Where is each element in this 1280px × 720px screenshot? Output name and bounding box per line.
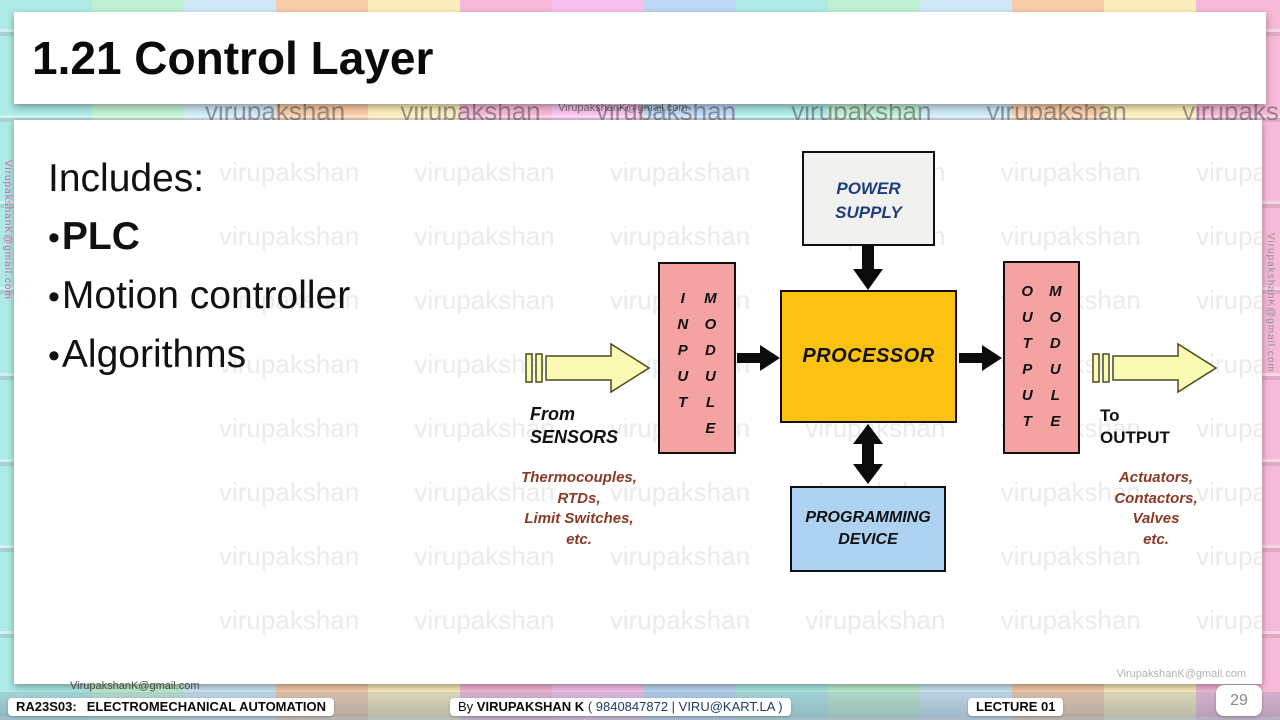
input-module-box: I N P U T M O D U L E xyxy=(658,262,736,454)
programming-device-box: PROGRAMMING DEVICE xyxy=(790,486,946,572)
author-name: VIRUPAKSHAN K xyxy=(476,699,585,714)
output-module-word2: M O D U L E xyxy=(1049,283,1062,430)
output-arrow-icon xyxy=(1092,341,1218,395)
output-example: etc. xyxy=(1143,530,1169,548)
power-supply-box: POWER SUPPLY xyxy=(802,151,935,246)
output-module-box: O U T P U T M O D U L E xyxy=(1003,261,1080,454)
email-watermark-left: VirupakshanK@gmail.com xyxy=(2,160,13,300)
lecture-badge: LECTURE 01 xyxy=(968,698,1064,716)
input-module-word1: I N P U T xyxy=(677,290,689,411)
watermark-row: virupakshan virupakshan virupakshan viru… xyxy=(219,541,1262,571)
page-number: 29 xyxy=(1230,691,1248,709)
sensor-examples-list: Thermocouples, RTDs, Limit Switches, etc… xyxy=(509,468,649,550)
sensor-example: Limit Switches, xyxy=(524,510,634,527)
course-code: RA23S03: xyxy=(16,699,77,714)
bullet-item-plc: •PLC xyxy=(48,208,350,267)
programming-device-label-line2: DEVICE xyxy=(838,531,898,548)
slide-body: virupakshan virupakshan virupakshan viru… xyxy=(14,120,1262,684)
to-output-line1: To xyxy=(1100,406,1120,425)
power-supply-label-line1: POWER xyxy=(836,179,901,198)
watermark-row: virupakshan virupakshan virupakshan viru… xyxy=(219,413,1262,443)
bullet-item-motion-controller: •Motion controller xyxy=(48,267,350,326)
arrow-updown-icon xyxy=(852,424,884,484)
watermark-row: virupakshan virupakshan virupakshan viru… xyxy=(219,477,1262,507)
bullet-label: PLC xyxy=(61,215,140,258)
input-module-word2: M O D U L E xyxy=(704,290,717,437)
email-watermark-bottom-left: VirupakshanK@gmail.com xyxy=(70,680,200,692)
programming-device-label-line1: PROGRAMMING xyxy=(805,509,931,526)
output-example: Valves xyxy=(1132,510,1180,527)
processor-box: PROCESSOR xyxy=(780,290,957,423)
bullet-label: Motion controller xyxy=(61,274,351,317)
content-heading: Includes: xyxy=(48,157,205,200)
to-output-line2: OUTPUT xyxy=(1100,428,1170,447)
author-badge: By VIRUPAKSHAN K ( 9840847872 | VIRU@KAR… xyxy=(450,698,791,716)
sensor-example: RTDs, xyxy=(557,489,601,507)
bullet-dot: • xyxy=(48,219,60,257)
course-title: ELECTROMECHANICAL AUTOMATION xyxy=(86,699,326,714)
watermark-layer: virupakshan virupakshan virupakshan viru… xyxy=(219,140,1262,652)
author-prefix: By xyxy=(458,699,474,714)
output-examples-list: Actuators, Contactors, Valves etc. xyxy=(1086,468,1226,550)
sensor-example: etc. xyxy=(566,530,592,548)
output-example: Contactors, xyxy=(1114,489,1198,507)
email-watermark-top: VirupakshanK@gmail.com xyxy=(558,102,688,114)
output-module-word1: O U T P U T xyxy=(1021,283,1034,430)
arrow-down-icon xyxy=(853,246,883,290)
from-sensors-label: From SENSORS xyxy=(530,403,618,449)
bullet-dot: • xyxy=(48,278,60,316)
power-supply-label-line2: SUPPLY xyxy=(835,203,902,222)
bullet-label: Algorithms xyxy=(61,333,247,376)
page-title: 1.21 Control Layer xyxy=(32,32,434,84)
watermark-row: virupakshan virupakshan virupakshan viru… xyxy=(219,605,1262,635)
page-number-badge: 29 xyxy=(1216,685,1262,716)
bullet-dot: • xyxy=(48,337,60,375)
from-sensors-line2: SENSORS xyxy=(530,427,619,447)
email-watermark-slide-bottom-right: VirupakshanK@gmail.com xyxy=(1116,668,1246,680)
arrow-right-icon xyxy=(959,344,1002,372)
content-text-block: Includes: •PLC •Motion controller •Algor… xyxy=(48,150,350,385)
from-sensors-line1: From xyxy=(530,404,575,424)
processor-label: PROCESSOR xyxy=(802,345,935,367)
bullet-item-algorithms: •Algorithms xyxy=(48,326,350,385)
author-contact: ( 9840847872 | VIRU@KART.LA ) xyxy=(587,699,783,714)
watermark-row: virupakshan virupakshan virupakshan viru… xyxy=(219,285,1262,315)
arrow-right-icon xyxy=(737,344,780,372)
output-example: Actuators, xyxy=(1118,469,1194,486)
slide-title-bar: 1.21 Control Layer xyxy=(14,12,1266,104)
sensors-input-arrow-icon xyxy=(525,341,651,395)
course-badge: RA23S03: ELECTROMECHANICAL AUTOMATION xyxy=(8,698,334,716)
watermark-row: virupakshan virupakshan virupakshan viru… xyxy=(219,157,1262,187)
watermark-row: virupakshan virupakshan virupakshan viru… xyxy=(219,221,1262,251)
sensor-example: Thermocouples, xyxy=(521,469,637,486)
to-output-label: To OUTPUT xyxy=(1100,405,1170,449)
email-watermark-right: VirupakshanK@gmail.com xyxy=(1265,233,1276,373)
